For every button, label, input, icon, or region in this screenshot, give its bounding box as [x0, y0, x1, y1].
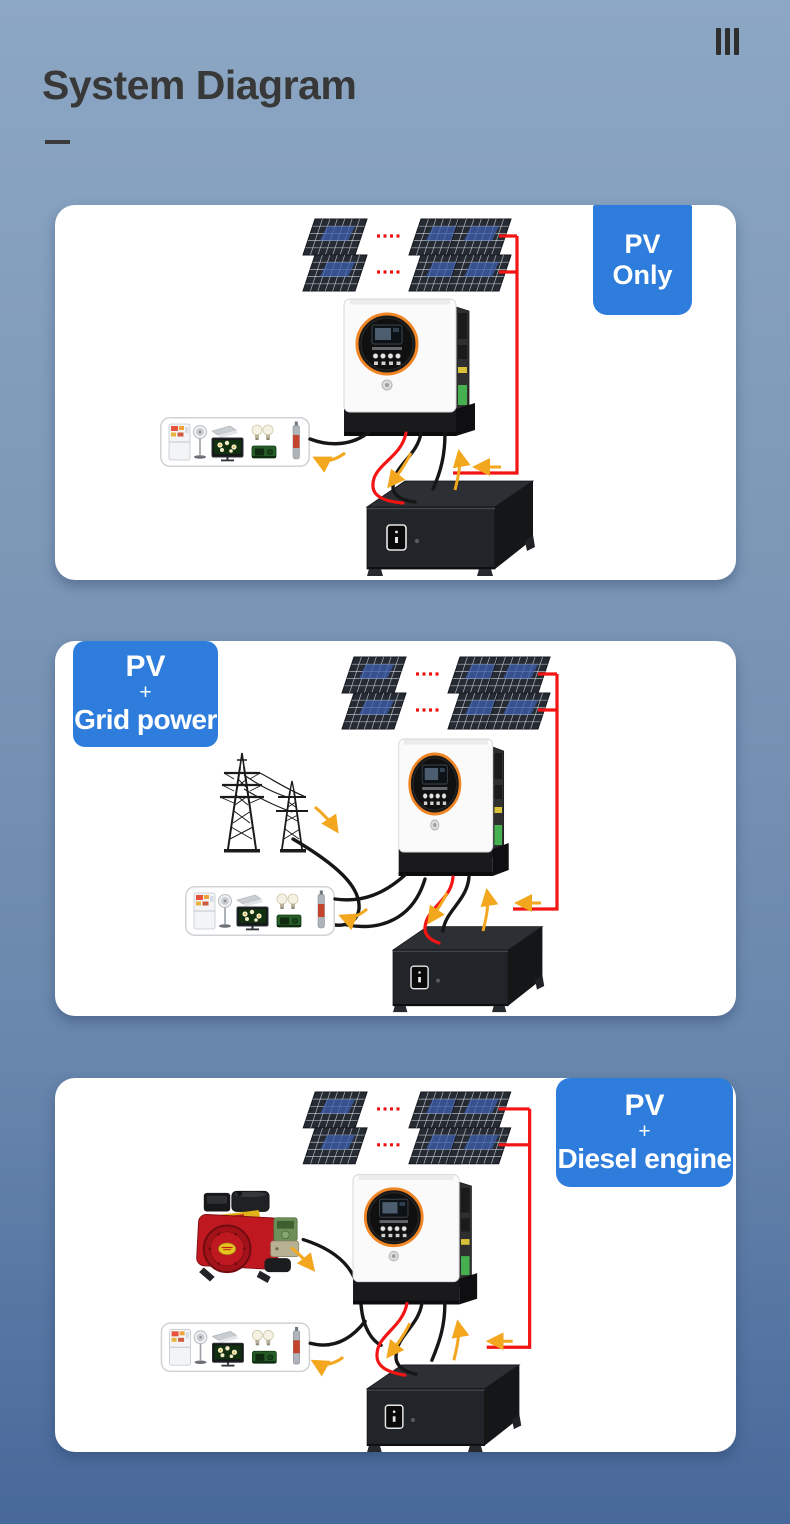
- corner-bar-icon: [734, 28, 739, 55]
- ac-output-wire: [308, 1319, 367, 1347]
- label-line: +: [638, 1119, 651, 1143]
- home-appliances-icon: [184, 885, 336, 937]
- inverter-icon: [397, 737, 511, 878]
- flow-arrow-icon: [338, 907, 368, 931]
- flow-arrow-icon: [290, 1246, 316, 1272]
- page-corner-mark: [716, 28, 739, 55]
- pv-only-diagram: [159, 205, 536, 577]
- corner-bar-icon: [725, 28, 730, 55]
- label-pv-diesel-engine: PV + Diesel engine: [556, 1078, 733, 1187]
- corner-bar-icon: [716, 28, 721, 55]
- pv-diesel-diagram: [160, 1078, 532, 1452]
- solar-array-icon: [303, 255, 511, 291]
- solar-array-icon: [303, 219, 511, 255]
- flow-arrow-icon: [386, 1322, 412, 1359]
- ac-output-wire: [308, 430, 371, 446]
- solar-array-icon: [303, 1092, 510, 1128]
- label-line: PV: [125, 650, 166, 683]
- flow-arrow-icon: [451, 1319, 470, 1361]
- diesel-engine-icon: [195, 1190, 300, 1285]
- label-pv-only: PV Only: [593, 205, 692, 315]
- home-appliances-icon: [159, 416, 311, 468]
- diagram-card-pv-grid-power: PV + Grid power: [55, 641, 736, 1016]
- battery-icon: [366, 1364, 522, 1452]
- battery-wire-red: [375, 1301, 409, 1377]
- flow-arrow-icon: [480, 888, 499, 932]
- flow-arrow-icon: [452, 449, 471, 491]
- label-line: PV Only: [612, 229, 673, 290]
- label-line: Diesel engine: [557, 1142, 732, 1174]
- flow-arrow-icon: [314, 805, 339, 834]
- grid-towers-icon: [218, 751, 310, 854]
- battery-icon: [366, 480, 536, 577]
- diagram-card-pv-diesel-engine: PV + Diesel engine: [55, 1078, 736, 1452]
- pv-grid-diagram: [184, 641, 559, 1013]
- diagram-card-pv-only: PV Only: [55, 205, 736, 580]
- flow-arrow-icon: [427, 892, 449, 925]
- label-line: +: [139, 681, 152, 704]
- flow-arrow-icon: [312, 451, 346, 473]
- label-line: Grid power: [74, 704, 217, 735]
- inverter-icon: [342, 297, 477, 438]
- inverter-icon: [351, 1173, 479, 1306]
- battery-icon: [392, 925, 545, 1013]
- flow-arrow-icon: [387, 452, 413, 489]
- solar-array-icon: [342, 693, 550, 729]
- solar-array-icon: [342, 657, 550, 693]
- solar-array-icon: [303, 1128, 510, 1164]
- battery-wire-red: [371, 431, 408, 505]
- title-underline: [45, 140, 70, 144]
- page-title: System Diagram: [42, 62, 357, 108]
- label-pv-grid-power: PV + Grid power: [73, 641, 218, 747]
- battery-wire-black: [441, 875, 471, 933]
- home-appliances-icon: [160, 1322, 311, 1373]
- label-line: PV: [624, 1088, 665, 1122]
- flow-arrow-icon: [310, 1356, 345, 1377]
